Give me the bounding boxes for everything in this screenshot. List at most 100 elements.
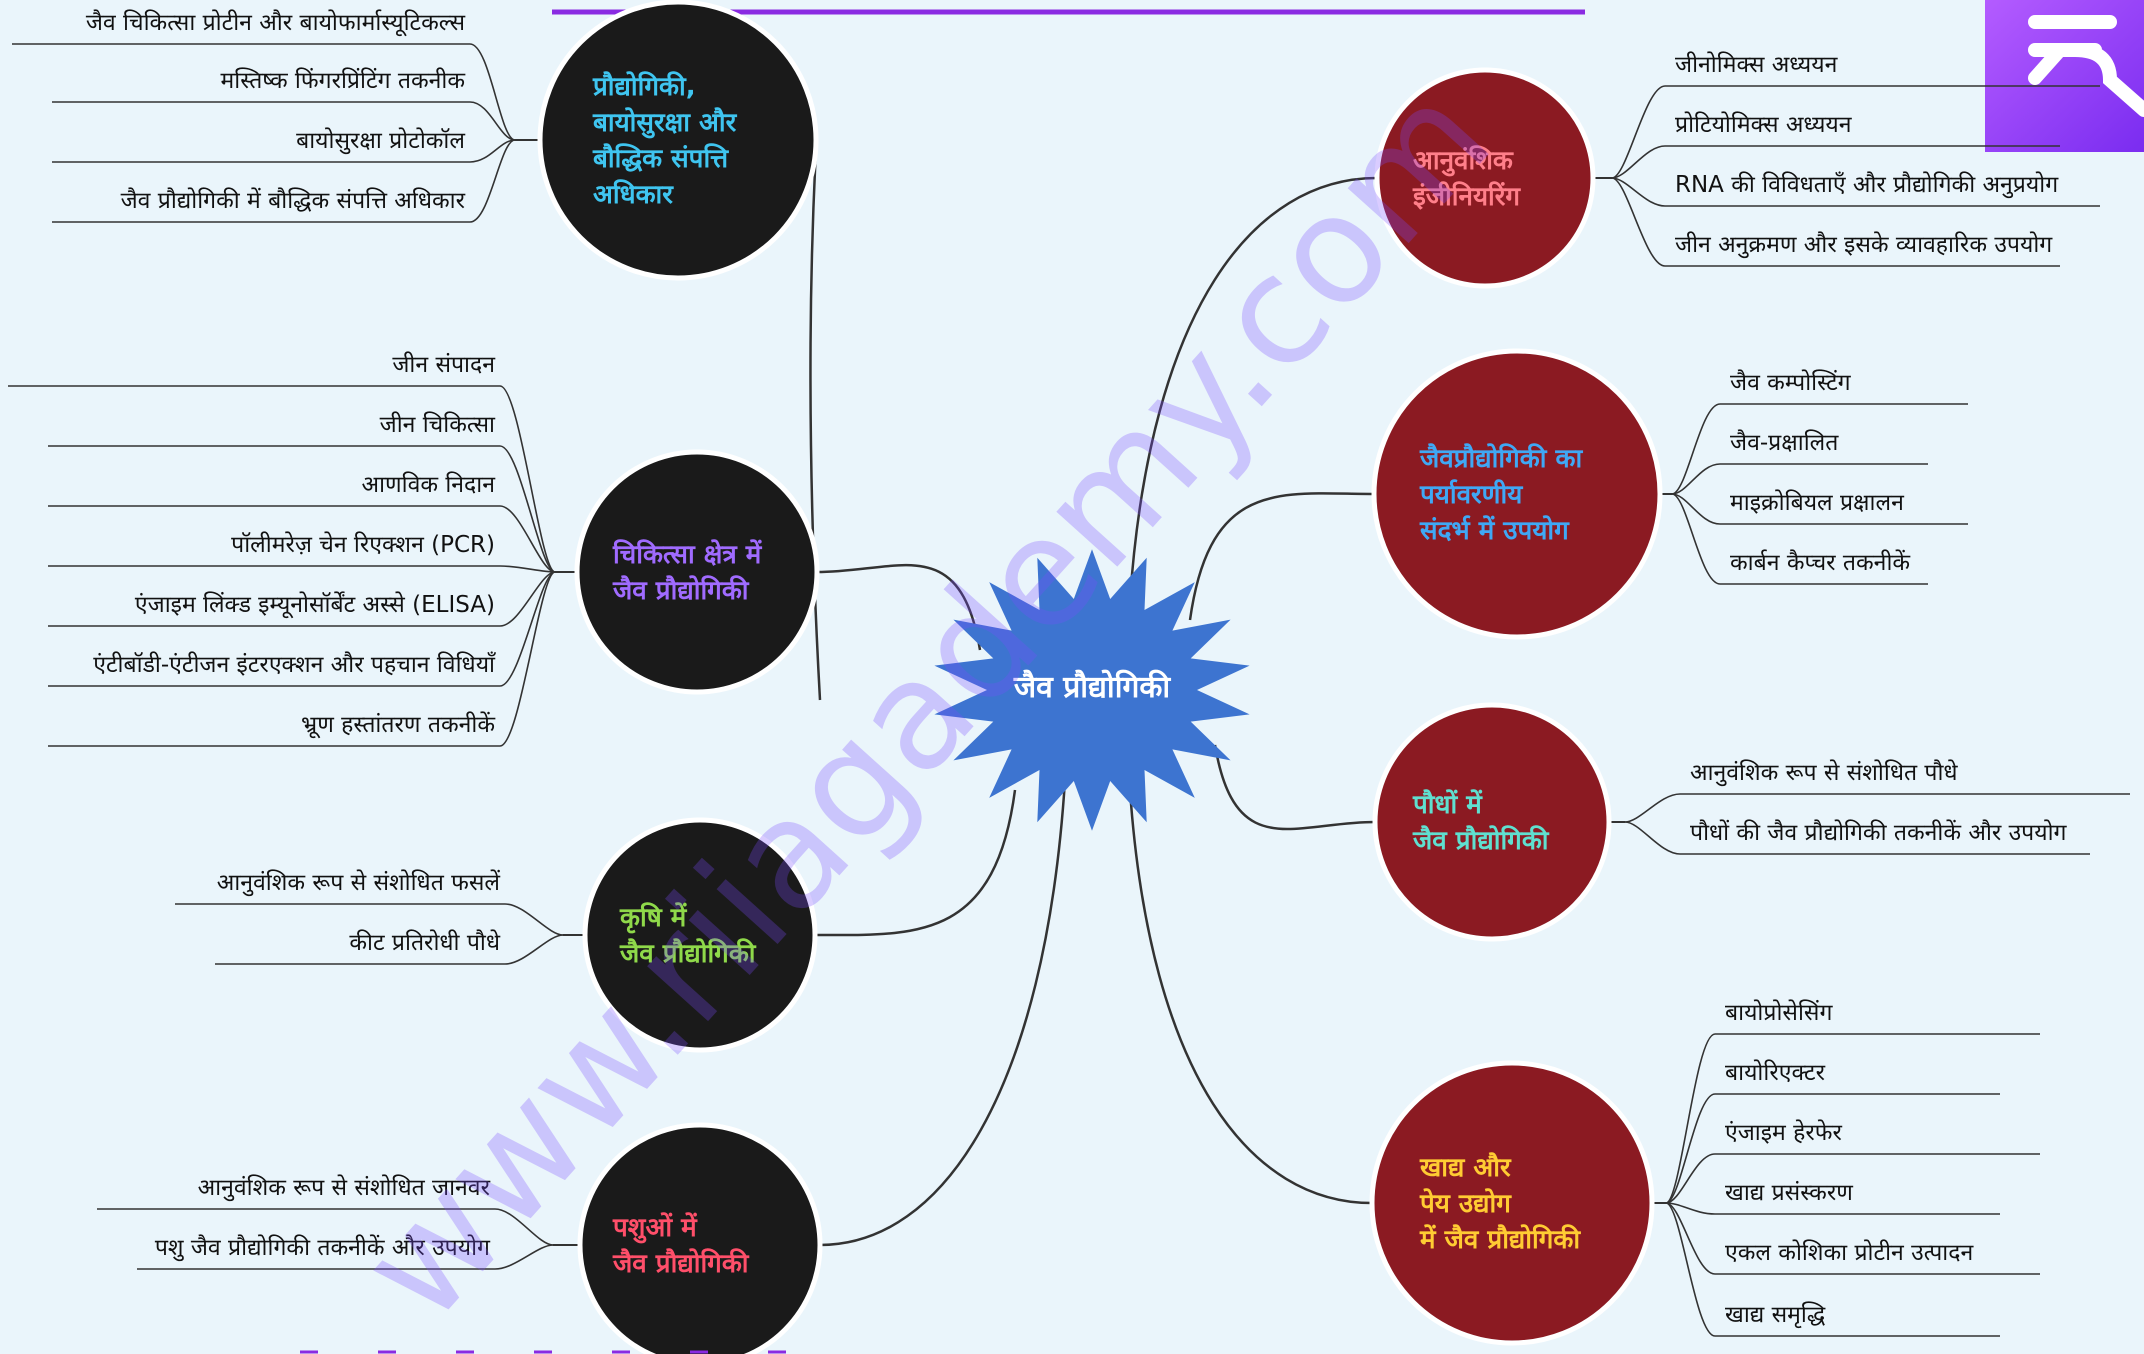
leaf-med-5: एंटीबॉडी-एंटीजन इंटरएक्शन और पहचान विधिय… [93,651,497,678]
leaf-connector [1624,793,1681,823]
leaf-connector [494,1208,554,1246]
leaf-connector [469,139,516,163]
leaf-connector [499,445,556,573]
leaf-connector [499,505,556,573]
leaf-connector [494,1244,554,1270]
leaf-env-3: कार्बन कैप्चर तकनीकें [1730,549,1911,576]
leaf-connector [1611,177,1666,267]
branch-label-ip: बौद्धिक संपत्ति [592,143,729,174]
leaf-connector [499,565,556,573]
branch-label-food: पेय उद्योग [1419,1188,1512,1219]
leaf-food-3: खाद्य प्रसंस्करण [1725,1180,1853,1206]
branch-label-env: पर्यावरणीय [1419,479,1523,510]
branch-connector-food [1128,789,1373,1205]
branch-node-food [1369,1060,1655,1346]
branch-label-food: खाद्य और [1419,1152,1512,1183]
branch-connector-genetic [1128,176,1378,601]
leaf-connector [499,571,556,747]
leaf-connector [1665,1202,1716,1337]
leaf-ip-2: बायोसुरक्षा प्रोटोकॉल [296,127,465,155]
branch-connector-agri [814,789,1017,937]
leaf-connector [499,571,556,687]
branch-label-ip: बायोसुरक्षा और [592,107,738,139]
leaf-food-4: एकल कोशिका प्रोटीन उत्पादन [1725,1239,1974,1266]
leaf-connector [1665,1202,1716,1215]
leaf-food-1: बायोरिएक्टर [1725,1059,1826,1086]
leaf-env-0: जैव कम्पोस्टिंग [1730,369,1852,396]
branch-label-env: संदर्भ में उपयोग [1419,515,1570,546]
leaf-food-2: एंजाइम हेरफेर [1725,1119,1842,1146]
leaf-connector [469,43,516,141]
leaf-connector [504,903,564,936]
leaf-connector [499,571,556,627]
branch-connector-ip [809,138,822,701]
branch-label-plant: जैव प्रौद्योगिकी [1412,825,1550,856]
branch-label-ip: अधिकार [593,179,674,210]
leaf-connector [1665,1153,1716,1204]
leaf-connector [1624,821,1681,855]
branch-label-med: जैव प्रौद्योगिकी [612,575,750,606]
leaf-connector [1611,145,1666,179]
branch-label-ip: प्रौद्योगिकी, [592,71,696,102]
leaf-connector [1665,1202,1716,1275]
leaf-connector [469,101,516,141]
leaf-med-0: जीन संपादन [392,351,496,378]
branch-connector-plant [1213,744,1376,831]
branch-node-med [574,449,820,695]
branch-node-env [1371,348,1663,640]
leaf-ip-3: जैव प्रौद्योगिकी में बौद्धिक संपत्ति अधि… [121,187,466,214]
leaf-connector [1671,493,1721,525]
leaf-med-4: एंजाइम लिंक्ड इम्यूनोसॉर्बेंट अस्से (ELI… [135,591,495,619]
leaf-genetic-1: प्रोटियोमिक्स अध्ययन [1675,111,1853,138]
branch-label-genetic: आनुवंशिक [1413,145,1514,177]
branch-node-plant [1372,702,1612,942]
central-node: जैव प्रौद्योगिकी [934,549,1250,831]
leaf-plant-0: आनुवंशिक रूप से संशोधित पौधे [1690,759,1958,787]
branch-label-agri: जैव प्रौद्योगिकी [619,938,757,969]
leaf-connector [1665,1033,1716,1204]
branch-label-med: चिकित्सा क्षेत्र में [612,539,763,570]
leaf-agri-0: आनुवंशिक रूप से संशोधित फसलें [217,869,501,897]
leaf-connector [1671,403,1721,495]
branch-connector-med [816,563,982,651]
leaf-med-1: जीन चिकित्सा [380,411,496,438]
branch-label-animal: जैव प्रौद्योगिकी [612,1248,750,1279]
leaf-connector [1671,493,1721,585]
branch-label-food: में जैव प्रौद्योगिकी [1419,1224,1581,1255]
branch-node-animal [577,1122,823,1354]
leaf-med-6: भ्रूण हस्तांतरण तकनीकें [301,711,496,739]
leaf-ip-0: जैव चिकित्सा प्रोटीन और बायोफार्मास्यूटि… [86,9,466,37]
leaf-connector [469,139,516,223]
leaf-genetic-3: जीन अनुक्रमण और इसके व्यावहारिक उपयोग [1675,231,2053,259]
leaf-med-3: पॉलीमरेज़ चेन रिएक्शन (PCR) [231,531,495,558]
leaf-connector [1671,463,1721,495]
branch-node-genetic [1374,67,1596,289]
branch-node-ip [537,0,819,281]
leaf-genetic-2: RNA की विविधताएँ और प्रौद्योगिकी अनुप्रय… [1675,171,2059,199]
leaf-food-5: खाद्य समृद्धि [1725,1301,1826,1329]
branch-label-animal: पशुओं में [612,1212,698,1244]
leaf-animal-0: आनुवंशिक रूप से संशोधित जानवर [198,1174,491,1202]
branch-connector-animal [819,779,1067,1247]
branch-node-agri [582,817,818,1053]
brand-logo [1985,0,2144,152]
leaf-food-0: बायोप्रोसेसिंग [1725,999,1833,1026]
leaf-connector [1611,85,1666,179]
leaf-ip-1: मस्तिष्क फिंगरप्रिंटिंग तकनीक [221,67,467,94]
branch-connector-env [1188,492,1375,621]
watermark: www.riiagademy.com [327,52,1524,1354]
branch-label-agri: कृषि में [619,902,688,934]
leaf-animal-1: पशु जैव प्रौद्योगिकी तकनीकें और उपयोग [155,1234,491,1262]
leaf-plant-1: पौधों की जैव प्रौद्योगिकी तकनीकें और उपय… [1690,819,2068,846]
leaf-env-1: जैव-प्रक्षालित [1730,429,1839,456]
leaf-connector [1611,177,1666,207]
leaf-connector [499,385,556,573]
leaf-agri-1: कीट प्रतिरोधी पौधे [349,929,500,956]
leaf-connector [504,934,564,965]
leaf-genetic-0: जीनोमिक्स अध्ययन [1675,51,1839,78]
branch-label-plant: पौधों में [1412,789,1483,820]
branch-label-genetic: इंजीनियरिंग [1412,181,1521,212]
branch-label-env: जैवप्रौद्योगिकी का [1419,443,1583,474]
leaf-med-2: आणविक निदान [361,471,496,498]
